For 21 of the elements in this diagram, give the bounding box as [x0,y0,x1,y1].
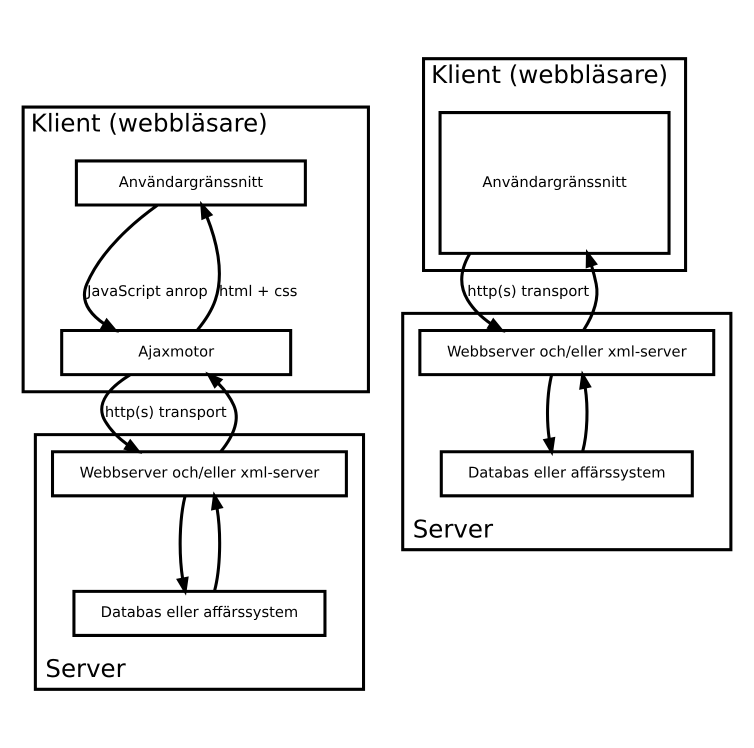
arrow [82,204,159,333]
arrow [196,200,221,332]
arrow [579,370,592,452]
arrow [582,249,598,332]
edge-label: html + css [218,282,298,300]
node-box: Databas eller affärssystem [440,450,694,498]
arrow [100,374,142,454]
node-box: Databas eller affärssystem [72,590,326,637]
edge-label: http(s) transport [467,282,590,300]
arrow [542,374,556,456]
node-box: Användargränssnitt [438,111,671,255]
node-box: Webbserver och/eller xml-server [50,450,348,498]
node-box: Användargränssnitt [74,159,307,207]
arrow [210,491,224,592]
arrow [205,372,238,453]
edge-label: http(s) transport [104,404,227,421]
edge-label: JavaScript anrop [87,282,208,300]
arrow [460,252,506,333]
node-box: Webbserver och/eller xml-server [418,329,716,376]
arrow [176,496,189,596]
node-box: Ajaxmotor [60,329,292,376]
